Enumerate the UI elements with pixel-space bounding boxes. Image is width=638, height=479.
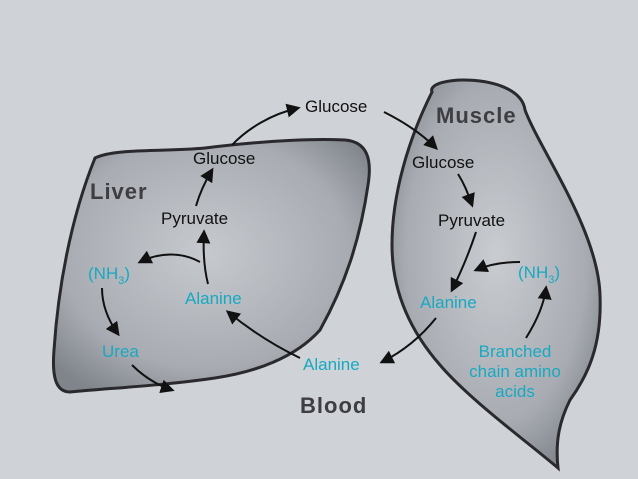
arrow-muscle-alanine-to-blood [379, 317, 437, 364]
muscle-label: Muscle [436, 103, 517, 128]
pyruvate-muscle-node: Pyruvate [438, 211, 505, 230]
arrow-muscle-pyruvate-to-alanine [450, 231, 477, 293]
arrow-liver-alanine-to-pyruvate [196, 229, 211, 285]
arrow-liver-glucose-to-blood-glucose [231, 103, 301, 146]
bcaa-node-line2: chain amino [469, 362, 561, 381]
blood-label: Blood [300, 393, 367, 418]
alanine-liver-node: Alanine [185, 289, 242, 308]
pathway-arrows [101, 103, 552, 394]
urea-node: Urea [102, 342, 139, 361]
glucose-muscle-node: Glucose [412, 153, 474, 172]
glucose-liver-node: Glucose [193, 149, 255, 168]
nh3-liver-node: (NH3) [88, 264, 130, 287]
alanine-blood-node: Alanine [303, 355, 360, 374]
arrow-muscle-nh3-to-conversion [473, 259, 521, 273]
glucose-top-node: Glucose [305, 97, 367, 116]
arrow-bcaa-to-muscle-nh3 [525, 285, 552, 339]
arrow-muscle-glucose-to-pyruvate [457, 173, 475, 208]
arrow-liver-pyruvate-to-glucose [195, 167, 214, 207]
arrow-urea-out [131, 364, 175, 394]
liver-label: Liver [90, 179, 148, 204]
bcaa-node-line3: acids [495, 382, 535, 401]
muscle-organ [390, 78, 602, 472]
pyruvate-liver-node: Pyruvate [161, 209, 228, 228]
arrow-liver-nh3-to-urea [101, 287, 120, 337]
liver-organ [51, 137, 371, 394]
arrow-blood-glucose-to-muscle-glucose [383, 111, 438, 150]
nh3-muscle-node: (NH3) [518, 263, 560, 286]
alanine-muscle-node: Alanine [420, 293, 477, 312]
bcaa-node-line1: Branched [479, 342, 552, 361]
arrow-blood-alanine-to-liver [225, 310, 301, 359]
arrow-liver-conversion-to-nh3 [137, 250, 201, 264]
